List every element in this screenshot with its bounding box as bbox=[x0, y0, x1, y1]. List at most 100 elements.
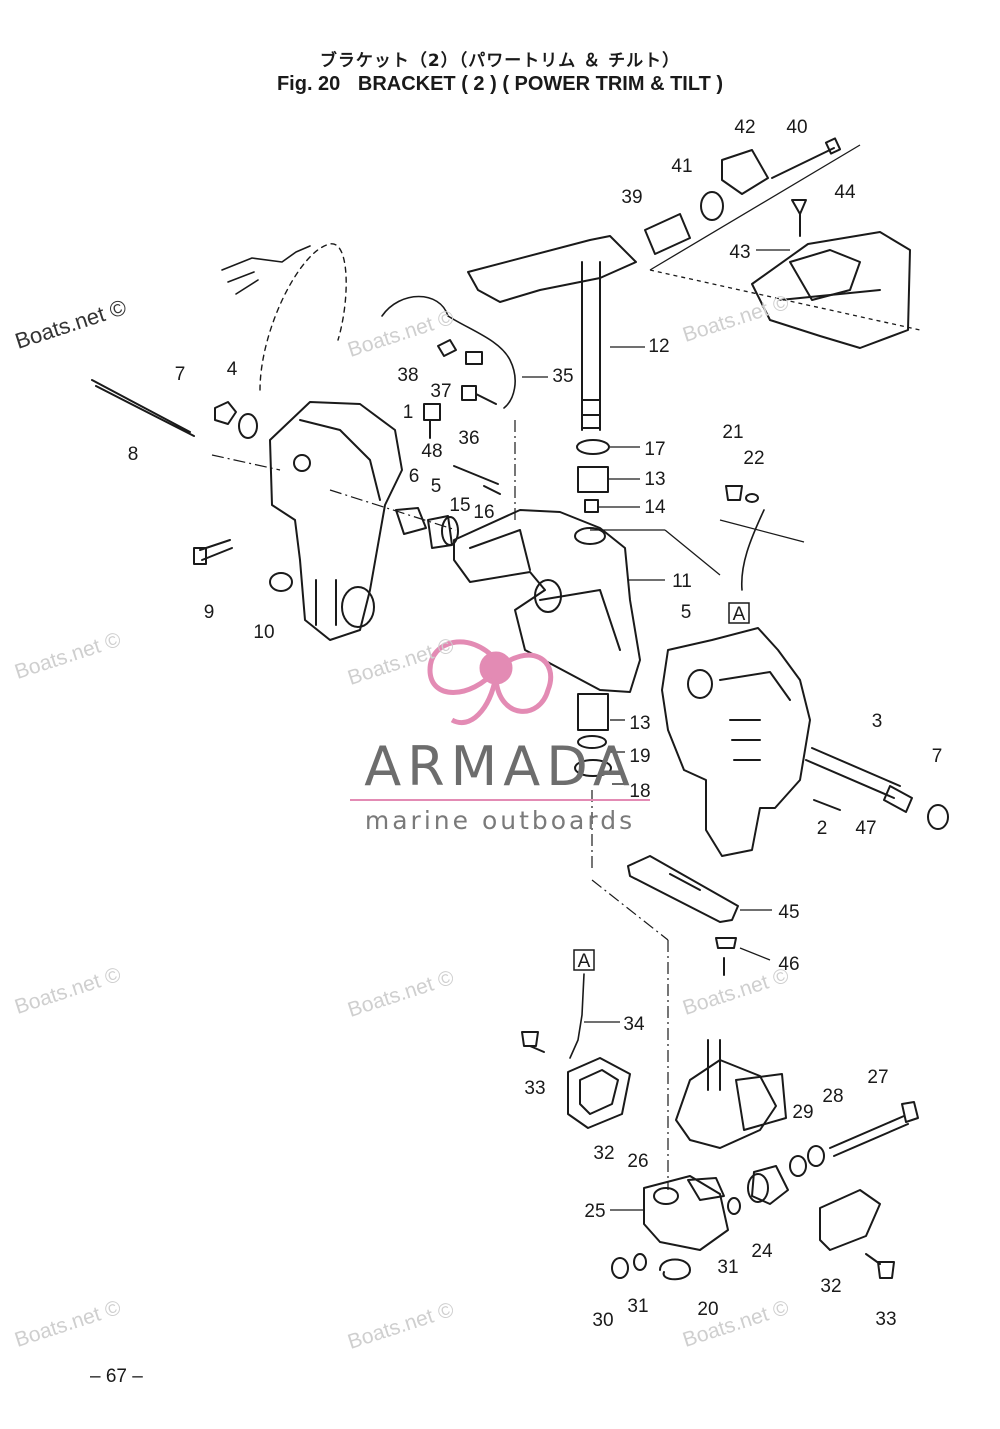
part-8-rod bbox=[91, 379, 195, 437]
part-33-bolt-left bbox=[521, 1031, 545, 1053]
callout: 22 bbox=[743, 448, 764, 469]
part-21-bolt bbox=[725, 485, 743, 501]
part-36-bolt bbox=[461, 385, 497, 405]
part-45-plate bbox=[627, 855, 739, 923]
callout: 13 bbox=[629, 713, 650, 734]
part-12-shaft bbox=[581, 261, 601, 431]
part-37-bolt bbox=[465, 351, 483, 365]
callout: 3 bbox=[872, 711, 883, 732]
part-24-bushing bbox=[751, 1165, 789, 1205]
callout: 45 bbox=[778, 902, 799, 923]
part-1-clamp-bracket-left bbox=[269, 401, 403, 641]
title-english: Fig. 20 BRACKET ( 2 ) ( POWER TRIM & TIL… bbox=[0, 73, 1000, 96]
part-19-o-ring bbox=[577, 735, 607, 749]
armada-brand: ARMADA bbox=[364, 735, 636, 798]
callout: 43 bbox=[729, 242, 750, 263]
part-42-plate bbox=[721, 149, 769, 195]
part-25-cylinder-mount bbox=[643, 1175, 729, 1251]
callout: 11 bbox=[672, 571, 692, 592]
part-32-gasket-left bbox=[567, 1057, 631, 1129]
part-7-cap-nut bbox=[927, 804, 949, 830]
part-48-bolt bbox=[423, 403, 441, 439]
part-35-wire bbox=[381, 295, 516, 409]
callout: 19 bbox=[629, 746, 650, 767]
callout: 35 bbox=[552, 366, 573, 387]
callout: 5 bbox=[431, 476, 442, 497]
callout: 33 bbox=[524, 1078, 545, 1099]
part-4-washer bbox=[238, 413, 258, 439]
callout: 2 bbox=[817, 818, 828, 839]
callout: 6 bbox=[409, 466, 420, 487]
ref-box-a-upper: A bbox=[728, 602, 750, 625]
callout: 4 bbox=[227, 359, 238, 380]
part-5-bushing bbox=[427, 515, 453, 549]
callout: 32 bbox=[820, 1276, 841, 1297]
part-18-washer bbox=[574, 759, 612, 777]
ref-box-a-lower: A bbox=[573, 949, 595, 972]
svg-text:A: A bbox=[578, 951, 591, 972]
callout: 31 bbox=[717, 1257, 738, 1278]
callout: 33 bbox=[875, 1309, 896, 1330]
part-7-nut bbox=[214, 401, 237, 425]
callout: 9 bbox=[204, 602, 215, 623]
callout-labels: 42 40 41 39 44 43 12 35 38 37 7 4 8 1 48… bbox=[128, 117, 943, 1331]
title-japanese: ブラケット（2）（パワートリム ＆ チルト） bbox=[319, 51, 681, 71]
callout: 24 bbox=[751, 1241, 773, 1262]
part-46-bolt bbox=[715, 937, 737, 976]
figure-number: Fig. 20 bbox=[276, 73, 341, 95]
part-32-cover-right bbox=[819, 1189, 881, 1251]
callout: 18 bbox=[629, 781, 650, 802]
part-22-ground-wire bbox=[740, 509, 765, 591]
part-30-nut bbox=[611, 1257, 629, 1279]
part-6-bushing bbox=[395, 507, 427, 535]
callout: 27 bbox=[867, 1067, 888, 1088]
callout: 5 bbox=[681, 602, 692, 623]
callout: 10 bbox=[253, 622, 274, 643]
callout: 37 bbox=[430, 381, 451, 402]
callout: 48 bbox=[421, 441, 442, 462]
part-16-bolt bbox=[483, 485, 501, 495]
callout: 16 bbox=[473, 502, 494, 523]
part-15-bolt bbox=[453, 465, 499, 485]
callout: 28 bbox=[822, 1086, 843, 1107]
callout: 46 bbox=[778, 954, 799, 975]
part-41-bushing bbox=[700, 191, 724, 221]
callout: 7 bbox=[932, 746, 943, 767]
callout: 17 bbox=[644, 439, 665, 460]
part-33-bolt-right bbox=[865, 1253, 895, 1279]
part-47-cotter-pin bbox=[813, 799, 841, 811]
part-40-bolt bbox=[771, 137, 842, 179]
part-28-washer bbox=[807, 1145, 825, 1167]
callout: 20 bbox=[697, 1299, 718, 1320]
callout: 41 bbox=[671, 156, 692, 177]
callout: 36 bbox=[458, 428, 479, 449]
part-38-clip bbox=[437, 339, 457, 357]
callout: 32 bbox=[593, 1143, 614, 1164]
part-12-upper-bracket bbox=[467, 235, 637, 303]
part-31-washer-right bbox=[727, 1197, 741, 1215]
part-34-wire bbox=[569, 973, 585, 1059]
svg-text:A: A bbox=[733, 604, 746, 625]
callout: 31 bbox=[627, 1296, 648, 1317]
callout: 7 bbox=[175, 364, 186, 385]
callout: 29 bbox=[792, 1102, 813, 1123]
part-31-washer-left bbox=[633, 1253, 647, 1271]
part-44-bolt bbox=[791, 199, 807, 237]
callout: 21 bbox=[722, 422, 743, 443]
callout: 38 bbox=[397, 365, 418, 386]
armada-propeller-logo bbox=[427, 639, 554, 726]
callout: 47 bbox=[855, 818, 876, 839]
figure-title: BRACKET ( 2 ) ( POWER TRIM & TILT ) bbox=[357, 73, 724, 95]
callout: 44 bbox=[834, 182, 856, 203]
part-26-housing bbox=[675, 1059, 777, 1149]
callout: 15 bbox=[449, 495, 470, 516]
part-13-bushing-upper bbox=[577, 466, 609, 493]
part-2-clamp-bracket-right bbox=[661, 627, 811, 857]
part-11-swivel-bracket bbox=[453, 509, 641, 693]
callout: 42 bbox=[734, 117, 755, 138]
part-9-bolt bbox=[199, 539, 233, 561]
part-43-housing bbox=[751, 231, 911, 349]
callout: 39 bbox=[621, 187, 642, 208]
part-3-pin bbox=[805, 747, 901, 799]
callout: 40 bbox=[786, 117, 807, 138]
